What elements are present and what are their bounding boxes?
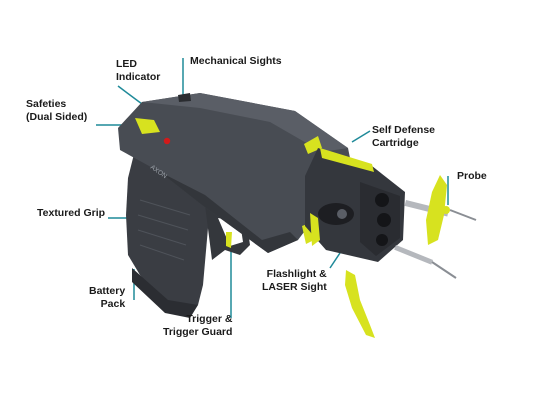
led (163, 137, 171, 145)
label-trigger: Trigger & Trigger Guard (163, 313, 232, 339)
label-led-indicator: LED Indicator (116, 58, 160, 84)
label-safeties-line2: (Dual Sided) (26, 111, 88, 123)
label-cartridge-line1: Self Defense (372, 124, 436, 136)
label-battery-line1: Battery (89, 285, 126, 297)
flashlight-module (318, 203, 354, 225)
cartridge-yellow-frame (320, 148, 374, 172)
trigger (226, 232, 232, 248)
battery-pack (132, 268, 198, 318)
label-safeties: Safeties (Dual Sided) (26, 98, 87, 124)
label-flashlight-laser: Flashlight & LASER Sight (262, 268, 327, 294)
label-led-line2: Indicator (116, 71, 161, 83)
leader-flashlight (329, 252, 341, 269)
label-led-line1: LED (116, 58, 137, 70)
grip-texture (137, 199, 191, 261)
label-battery-pack: Battery Pack (89, 285, 125, 311)
cartridge-port-2 (377, 213, 391, 227)
door-bottom (345, 270, 375, 338)
flashlight-lens (337, 209, 347, 219)
label-self-defense-cartridge: Self Defense Cartridge (372, 124, 435, 150)
label-flashlight-line2: LASER Sight (262, 281, 327, 293)
body-lower-shade (160, 172, 298, 253)
label-trigger-line2: Trigger Guard (163, 326, 233, 338)
door-mid (310, 213, 320, 246)
label-trigger-line1: Trigger & (186, 313, 233, 325)
probe-lower (394, 244, 457, 279)
label-textured-grip: Textured Grip (37, 207, 106, 219)
cartridge-port-1 (375, 193, 389, 207)
label-safeties-line1: Safeties (26, 98, 67, 110)
leader-led (117, 85, 143, 105)
label-mechanical-sights: Mechanical Sights (190, 55, 282, 67)
safety-lever (135, 118, 160, 134)
leader-cartridge (351, 130, 371, 143)
label-flashlight-line1: Flashlight & (266, 268, 327, 280)
cartridge-port-3 (376, 234, 388, 246)
door-top (426, 175, 447, 245)
leader-lines (96, 58, 449, 318)
body-top-face (142, 93, 348, 152)
rear-sight (178, 93, 191, 102)
label-probe: Probe (457, 170, 487, 182)
label-cartridge-line2: Cartridge (372, 137, 419, 149)
label-battery-line2: Pack (100, 298, 126, 310)
